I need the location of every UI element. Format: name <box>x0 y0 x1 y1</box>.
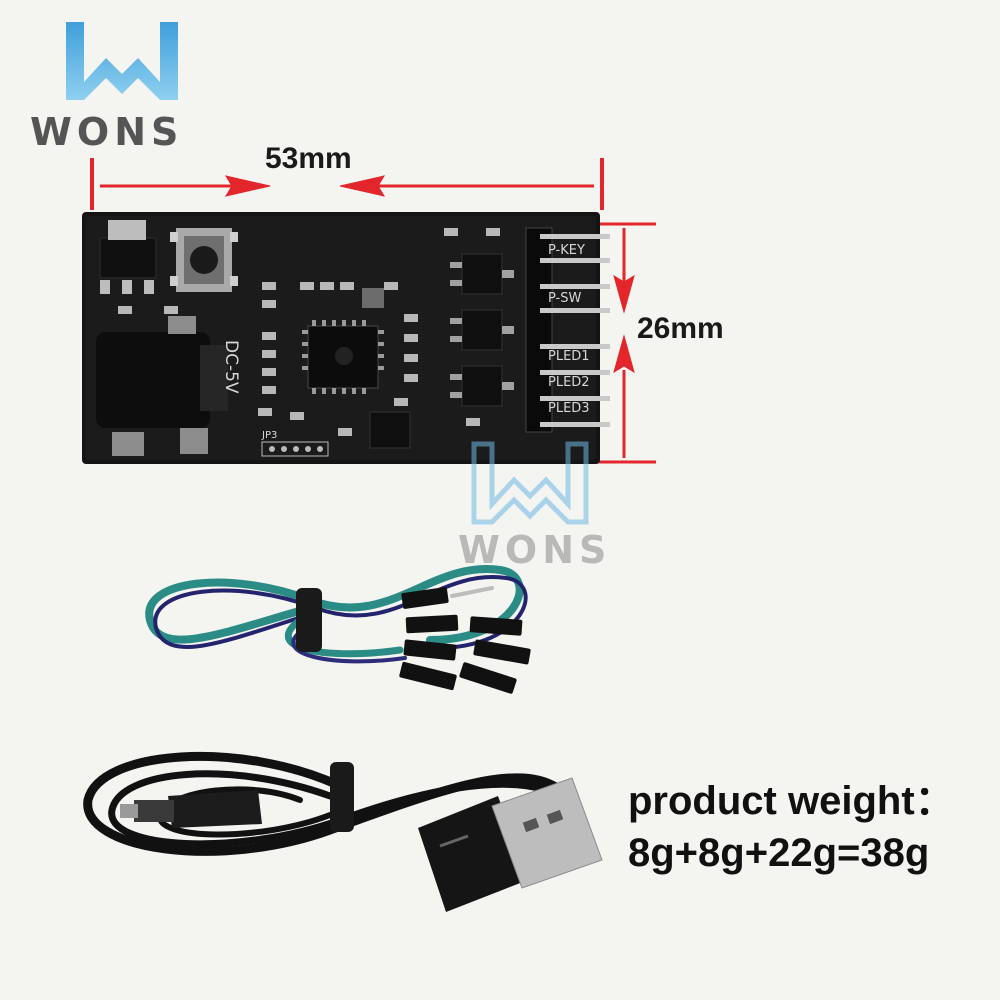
weight-value: 8g+8g+22g=38g <box>628 831 930 875</box>
mosfet-transistors <box>369 253 514 449</box>
pin-label-pled1: PLED1 <box>548 349 590 364</box>
height-dimension-label: 26mm <box>637 312 724 345</box>
weight-label: product weight： <box>628 779 955 823</box>
pcb-board: DC-5V <box>82 212 610 464</box>
width-dimension-label: 53mm <box>265 142 352 175</box>
watermark-w-mark <box>471 441 589 525</box>
push-button <box>170 228 238 292</box>
microcontroller-chip <box>302 320 384 394</box>
width-dimension-marker <box>90 158 604 210</box>
pin-label-psw: P-SW <box>548 291 581 306</box>
dc-power-jack <box>96 316 228 456</box>
pin-label-pled2: PLED2 <box>548 375 590 390</box>
height-dimension-marker <box>598 222 656 464</box>
watermark: WONS <box>440 440 620 580</box>
watermark-wordmark: WONS <box>458 528 612 572</box>
pin-label-pkey: P-KEY <box>548 243 585 258</box>
logo-wordmark: WONS <box>30 110 184 154</box>
power-input-label: DC-5V <box>221 340 241 394</box>
brand-logo: WONS <box>22 18 202 154</box>
jp3-label: JP3 <box>261 430 277 441</box>
usb-a-plug <box>418 777 603 912</box>
pin-header <box>525 227 610 433</box>
voltage-regulator <box>99 220 157 294</box>
smd-components <box>118 228 500 436</box>
crystal-oscillator <box>362 288 384 308</box>
dupont-jumper-cable <box>145 565 531 694</box>
dc-barrel-plug <box>120 790 262 828</box>
logo-w-mark <box>66 22 178 100</box>
jp3-header <box>261 441 329 457</box>
pin-label-pled3: PLED3 <box>548 401 590 416</box>
